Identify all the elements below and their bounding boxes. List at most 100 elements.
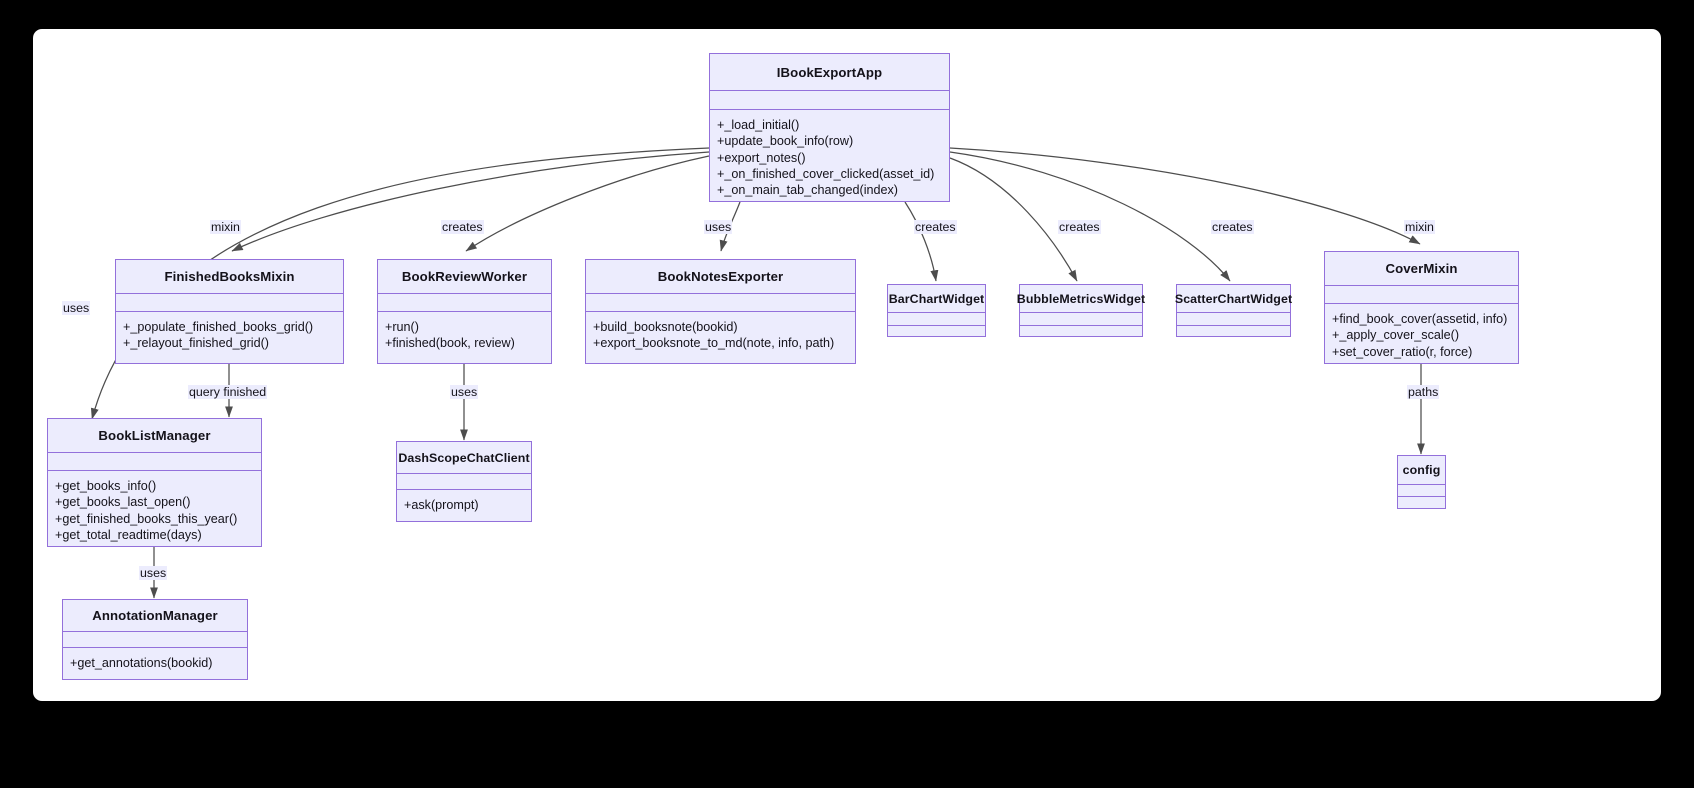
- class-title: FinishedBooksMixin: [164, 269, 295, 284]
- class-ibookexportapp[interactable]: IBookExportApp +_load_initial() +update_…: [709, 53, 950, 202]
- operations-compartment: [1020, 326, 1142, 336]
- divider: [397, 489, 531, 490]
- attributes-compartment: [48, 453, 261, 470]
- attributes-compartment: [586, 294, 855, 311]
- class-title: ScatterChartWidget: [1174, 291, 1293, 306]
- attributes-compartment: [1177, 313, 1290, 325]
- class-title: BookNotesExporter: [657, 269, 784, 284]
- class-title: BubbleMetricsWidget: [1016, 291, 1146, 306]
- class-title: BookListManager: [98, 428, 211, 443]
- attributes-compartment: [1398, 485, 1445, 496]
- operations-compartment: [1398, 497, 1445, 508]
- operation: +_on_finished_cover_clicked(asset_id): [717, 166, 935, 181]
- edge-label-mixin-right: mixin: [1404, 220, 1435, 234]
- divider: [63, 631, 247, 632]
- class-title: config: [1402, 463, 1441, 477]
- class-title: BookReviewWorker: [401, 269, 528, 284]
- divider: [888, 312, 985, 313]
- edge-label-paths-config: paths: [1407, 385, 1440, 399]
- operations-compartment: +_populate_finished_books_grid() +_relay…: [116, 312, 343, 358]
- operations-compartment: +run() +finished(book, review): [378, 312, 551, 358]
- divider: [1325, 285, 1518, 286]
- operation: +_load_initial(): [717, 118, 800, 132]
- operations-compartment: +get_annotations(bookid): [63, 648, 247, 677]
- divider: [116, 311, 343, 312]
- class-title: AnnotationManager: [92, 608, 218, 623]
- operations-compartment: +build_booksnote(bookid) +export_booksno…: [586, 312, 855, 358]
- class-dashscopechatclient[interactable]: DashScopeChatClient +ask(prompt): [396, 441, 532, 522]
- operations-compartment: +_load_initial() +update_book_info(row) …: [710, 110, 949, 204]
- attributes-compartment: [888, 313, 985, 325]
- class-title: DashScopeChatClient: [398, 450, 530, 465]
- divider: [1020, 325, 1142, 326]
- divider: [1177, 312, 1290, 313]
- class-scatterchartwidget[interactable]: ScatterChartWidget: [1174, 284, 1293, 337]
- class-barchartwidget[interactable]: BarChartWidget: [887, 284, 986, 337]
- edge-label-creates-scatter: creates: [1211, 220, 1254, 234]
- divider: [888, 325, 985, 326]
- operation: +_relayout_finished_grid(): [123, 336, 269, 351]
- class-covermixin[interactable]: CoverMixin +find_book_cover(assetid, inf…: [1324, 251, 1519, 364]
- operations-compartment: +find_book_cover(assetid, info) +_apply_…: [1325, 304, 1518, 366]
- attributes-compartment: [116, 294, 343, 311]
- edge-label-uses-annotation: uses: [139, 566, 168, 580]
- operation: +_populate_finished_books_grid(): [123, 320, 314, 334]
- operations-compartment: [1177, 326, 1290, 336]
- divider: [586, 293, 855, 294]
- divider: [1177, 325, 1290, 326]
- operation: +ask(prompt): [404, 498, 479, 512]
- divider: [48, 470, 261, 471]
- edge-label-uses-left: uses: [62, 301, 91, 315]
- operation: +finished(book, review): [385, 336, 515, 351]
- operation: +run(): [385, 320, 419, 334]
- class-booklistmanager[interactable]: BookListManager +get_books_info() +get_b…: [47, 418, 262, 547]
- operation: +_apply_cover_scale(): [1332, 328, 1460, 343]
- operation: +get_annotations(bookid): [70, 656, 213, 670]
- divider: [1398, 496, 1445, 497]
- class-title: BarChartWidget: [888, 291, 985, 306]
- class-finishedbooksmixin[interactable]: FinishedBooksMixin +_populate_finished_b…: [115, 259, 344, 364]
- divider: [63, 647, 247, 648]
- operation: +get_books_info(): [55, 479, 157, 493]
- class-title: CoverMixin: [1385, 261, 1458, 276]
- edge-label-mixin-left: mixin: [210, 220, 241, 234]
- edge-label-creates-bar: creates: [914, 220, 957, 234]
- divider: [1020, 312, 1142, 313]
- edge-label-creates-worker: creates: [441, 220, 484, 234]
- attributes-compartment: [378, 294, 551, 311]
- operation: +build_booksnote(bookid): [593, 320, 738, 334]
- divider: [397, 473, 531, 474]
- class-booknotesexporter[interactable]: BookNotesExporter +build_booksnote(booki…: [585, 259, 856, 364]
- divider: [710, 109, 949, 110]
- operation: +get_total_readtime(days): [55, 527, 202, 542]
- divider: [1398, 484, 1445, 485]
- attributes-compartment: [1020, 313, 1142, 325]
- attributes-compartment: [63, 632, 247, 647]
- edge-label-uses-dash: uses: [450, 385, 479, 399]
- class-bookreviewworker[interactable]: BookReviewWorker +run() +finished(book, …: [377, 259, 552, 364]
- operation: +export_notes(): [717, 150, 806, 165]
- operation: +get_finished_books_this_year(): [55, 511, 238, 526]
- divider: [710, 90, 949, 91]
- operation: +set_cover_ratio(r, force): [1332, 344, 1473, 359]
- divider: [1325, 303, 1518, 304]
- class-bubblemetricswidget[interactable]: BubbleMetricsWidget: [1016, 284, 1146, 337]
- operation: +get_books_last_open(): [55, 495, 191, 510]
- class-annotationmanager[interactable]: AnnotationManager +get_annotations(booki…: [62, 599, 248, 680]
- divider: [48, 452, 261, 453]
- class-title: IBookExportApp: [776, 64, 883, 80]
- divider: [378, 311, 551, 312]
- divider: [586, 311, 855, 312]
- operation: +_on_main_tab_changed(index): [717, 183, 898, 198]
- attributes-compartment: [710, 91, 949, 109]
- operation: +update_book_info(row): [717, 134, 854, 149]
- divider: [378, 293, 551, 294]
- attributes-compartment: [1325, 286, 1518, 303]
- edge-label-uses-notes: uses: [704, 220, 733, 234]
- class-config[interactable]: config: [1397, 455, 1446, 509]
- operations-compartment: [888, 326, 985, 336]
- divider: [116, 293, 343, 294]
- operation: +find_book_cover(assetid, info): [1332, 312, 1508, 326]
- operations-compartment: +ask(prompt): [397, 490, 531, 519]
